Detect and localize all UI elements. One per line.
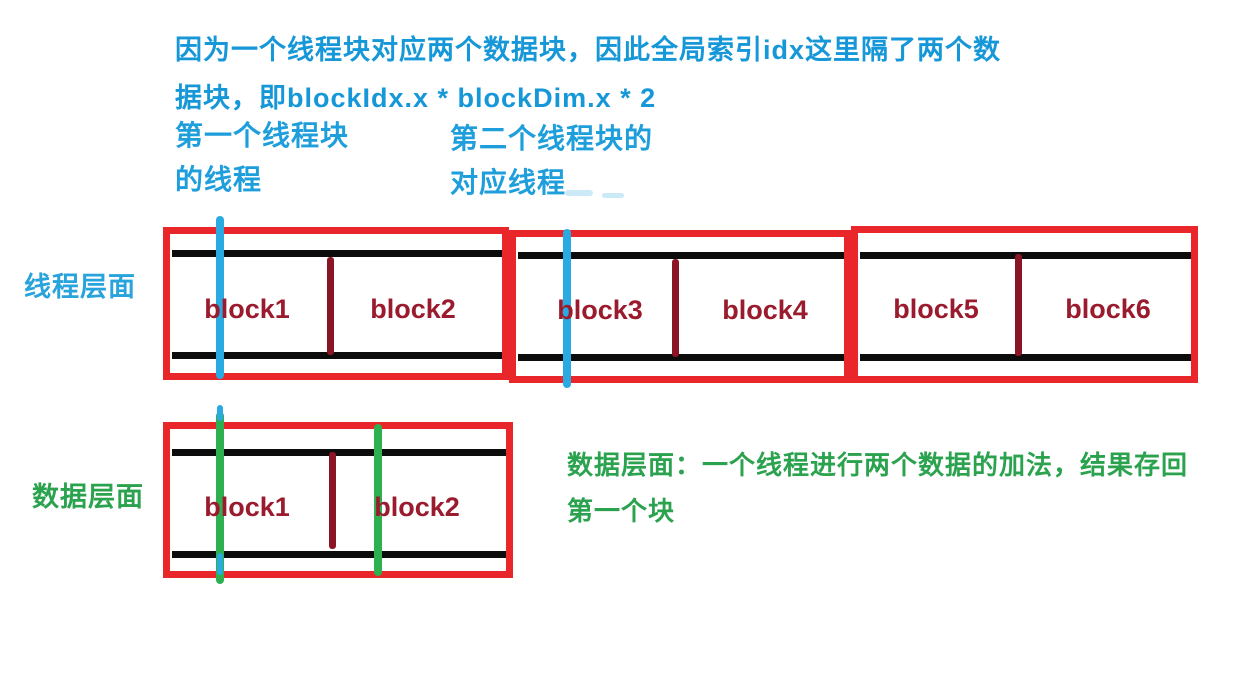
- array-top-edge: [172, 250, 502, 257]
- second-threadblock-label-line1: 第二个线程块的: [450, 123, 654, 154]
- array-bottom-edge: [172, 352, 502, 359]
- data-marker-line-right: [374, 424, 382, 576]
- array-bottom-edge: [518, 354, 844, 361]
- block-label: block1: [204, 492, 290, 522]
- block-label: block3: [557, 295, 643, 325]
- data-marker-line-left: [216, 412, 224, 584]
- data-note-line1: 数据层面：一个线程进行两个数据的加法，结果存回: [567, 450, 1189, 480]
- thread-group-2-box: [509, 230, 851, 383]
- array-top-edge: [860, 252, 1191, 259]
- thread-group-3-box: [851, 226, 1198, 383]
- blue-tip-overlay: [217, 553, 223, 575]
- data-layer-row-label: 数据层面: [32, 482, 144, 512]
- array-bottom-edge: [860, 354, 1191, 361]
- data-group-1-box: [163, 422, 513, 578]
- thread-marker-line-block3: [563, 229, 571, 388]
- pen-smudge-mark: [565, 190, 593, 196]
- thread-layer-row-label: 线程层面: [24, 272, 136, 302]
- thread-group-1-box: [163, 227, 509, 380]
- block-label: block2: [374, 492, 460, 522]
- first-threadblock-label-line1: 第一个线程块: [175, 120, 350, 151]
- top-note-line2: 据块，即blockIdx.x * blockDim.x * 2: [175, 83, 657, 113]
- block-divider: [1015, 254, 1022, 356]
- first-threadblock-label-line2: 的线程: [175, 164, 263, 195]
- block-label: block2: [370, 294, 456, 324]
- block-label: block6: [1065, 294, 1151, 324]
- block-label: block4: [722, 295, 808, 325]
- array-bottom-edge: [172, 551, 506, 558]
- block-label: block5: [893, 294, 979, 324]
- pen-smudge-mark: [602, 193, 624, 198]
- blue-tip-overlay: [217, 405, 223, 421]
- block-divider: [327, 257, 334, 355]
- data-note-line2: 第一个块: [567, 496, 676, 526]
- thread-marker-line-block1: [216, 216, 224, 379]
- array-top-edge: [172, 449, 506, 456]
- block-label: block1: [204, 294, 290, 324]
- block-divider: [672, 259, 679, 357]
- top-note-line1: 因为一个线程块对应两个数据块，因此全局索引idx这里隔了两个数: [175, 35, 1002, 65]
- second-threadblock-label-line2: 对应线程: [450, 167, 567, 198]
- array-top-edge: [518, 252, 844, 259]
- block-divider: [329, 452, 336, 549]
